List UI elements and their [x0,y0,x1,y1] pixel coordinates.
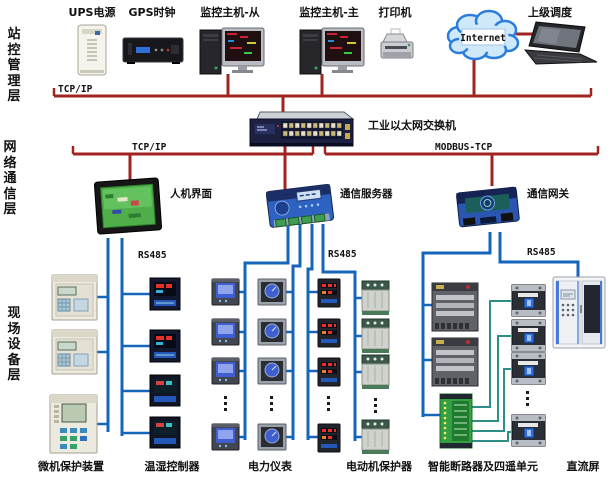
ups-label: UPS电源 [69,5,116,19]
switch-label: 工业以太网交换机 [368,118,456,132]
dispatch-label: 上级调度 [528,5,573,19]
breakers-group-label: 智能断路器及四遥单元 [428,459,538,473]
protection-relay-2 [51,329,98,375]
host-master-device [299,27,365,75]
io-unit-module [439,393,473,449]
ups-device [77,24,107,76]
mccb-group [511,284,546,447]
humidity-controller-group [149,277,181,449]
hmi-device [93,177,163,235]
internet-label: Internet [460,33,506,44]
printer-label: 打印机 [379,5,412,19]
motor-group-label: 电动机保护器 [346,459,413,473]
tcpip-mid-label: TCP/IP [132,142,167,153]
dispatch-laptop-device [523,21,598,65]
power-meter-column-a [211,278,240,451]
hmi-label: 人机界面 [170,187,212,200]
rs485-label-hmi: RS485 [138,250,167,261]
humidity-group-label: 温湿控制器 [145,459,201,473]
ethernet-bus-lines [52,32,600,190]
rs485-label-gateway: RS485 [527,247,556,258]
dc-panel-label: 直流屏 [567,459,600,473]
printer-device [380,28,414,59]
gps-label: GPS时钟 [128,5,175,19]
meters-group-label: 电力仪表 [248,459,293,473]
io-unit-links [472,300,511,442]
dc-panel-device [552,276,606,349]
server-label: 通信服务器 [340,187,393,200]
protection-group-label: 微机保护装置 [37,459,104,473]
tcpip-top-label: TCP/IP [58,84,93,95]
host-slave-device [199,27,265,75]
layer-label-station: 站控管理层 [7,27,21,104]
rs485-label-server: RS485 [328,249,357,260]
power-meter-column-b [257,278,287,451]
protection-relay-3 [49,394,98,454]
gps-clock-device [122,37,184,64]
modbus-label: MODBUS-TCP [435,142,492,153]
motor-protector-group [361,280,390,454]
layer-label-network: 网络通信层 [3,140,17,217]
air-breaker-2 [431,337,479,387]
air-breaker-1 [431,282,479,332]
host-slave-label: 监控主机-从 [200,5,260,19]
protection-relay-1 [51,274,98,321]
power-meter-column-c [317,278,341,453]
host-master-label: 监控主机-主 [299,5,359,19]
gateway-label: 通信网关 [527,187,569,200]
ethernet-switch-device [249,111,355,147]
internet-cloud: Internet [446,9,520,61]
layer-label-field: 现场设备层 [7,306,21,383]
comm-gateway-device [456,186,520,228]
comm-server-device [265,183,335,228]
rs485-lines [97,224,580,441]
